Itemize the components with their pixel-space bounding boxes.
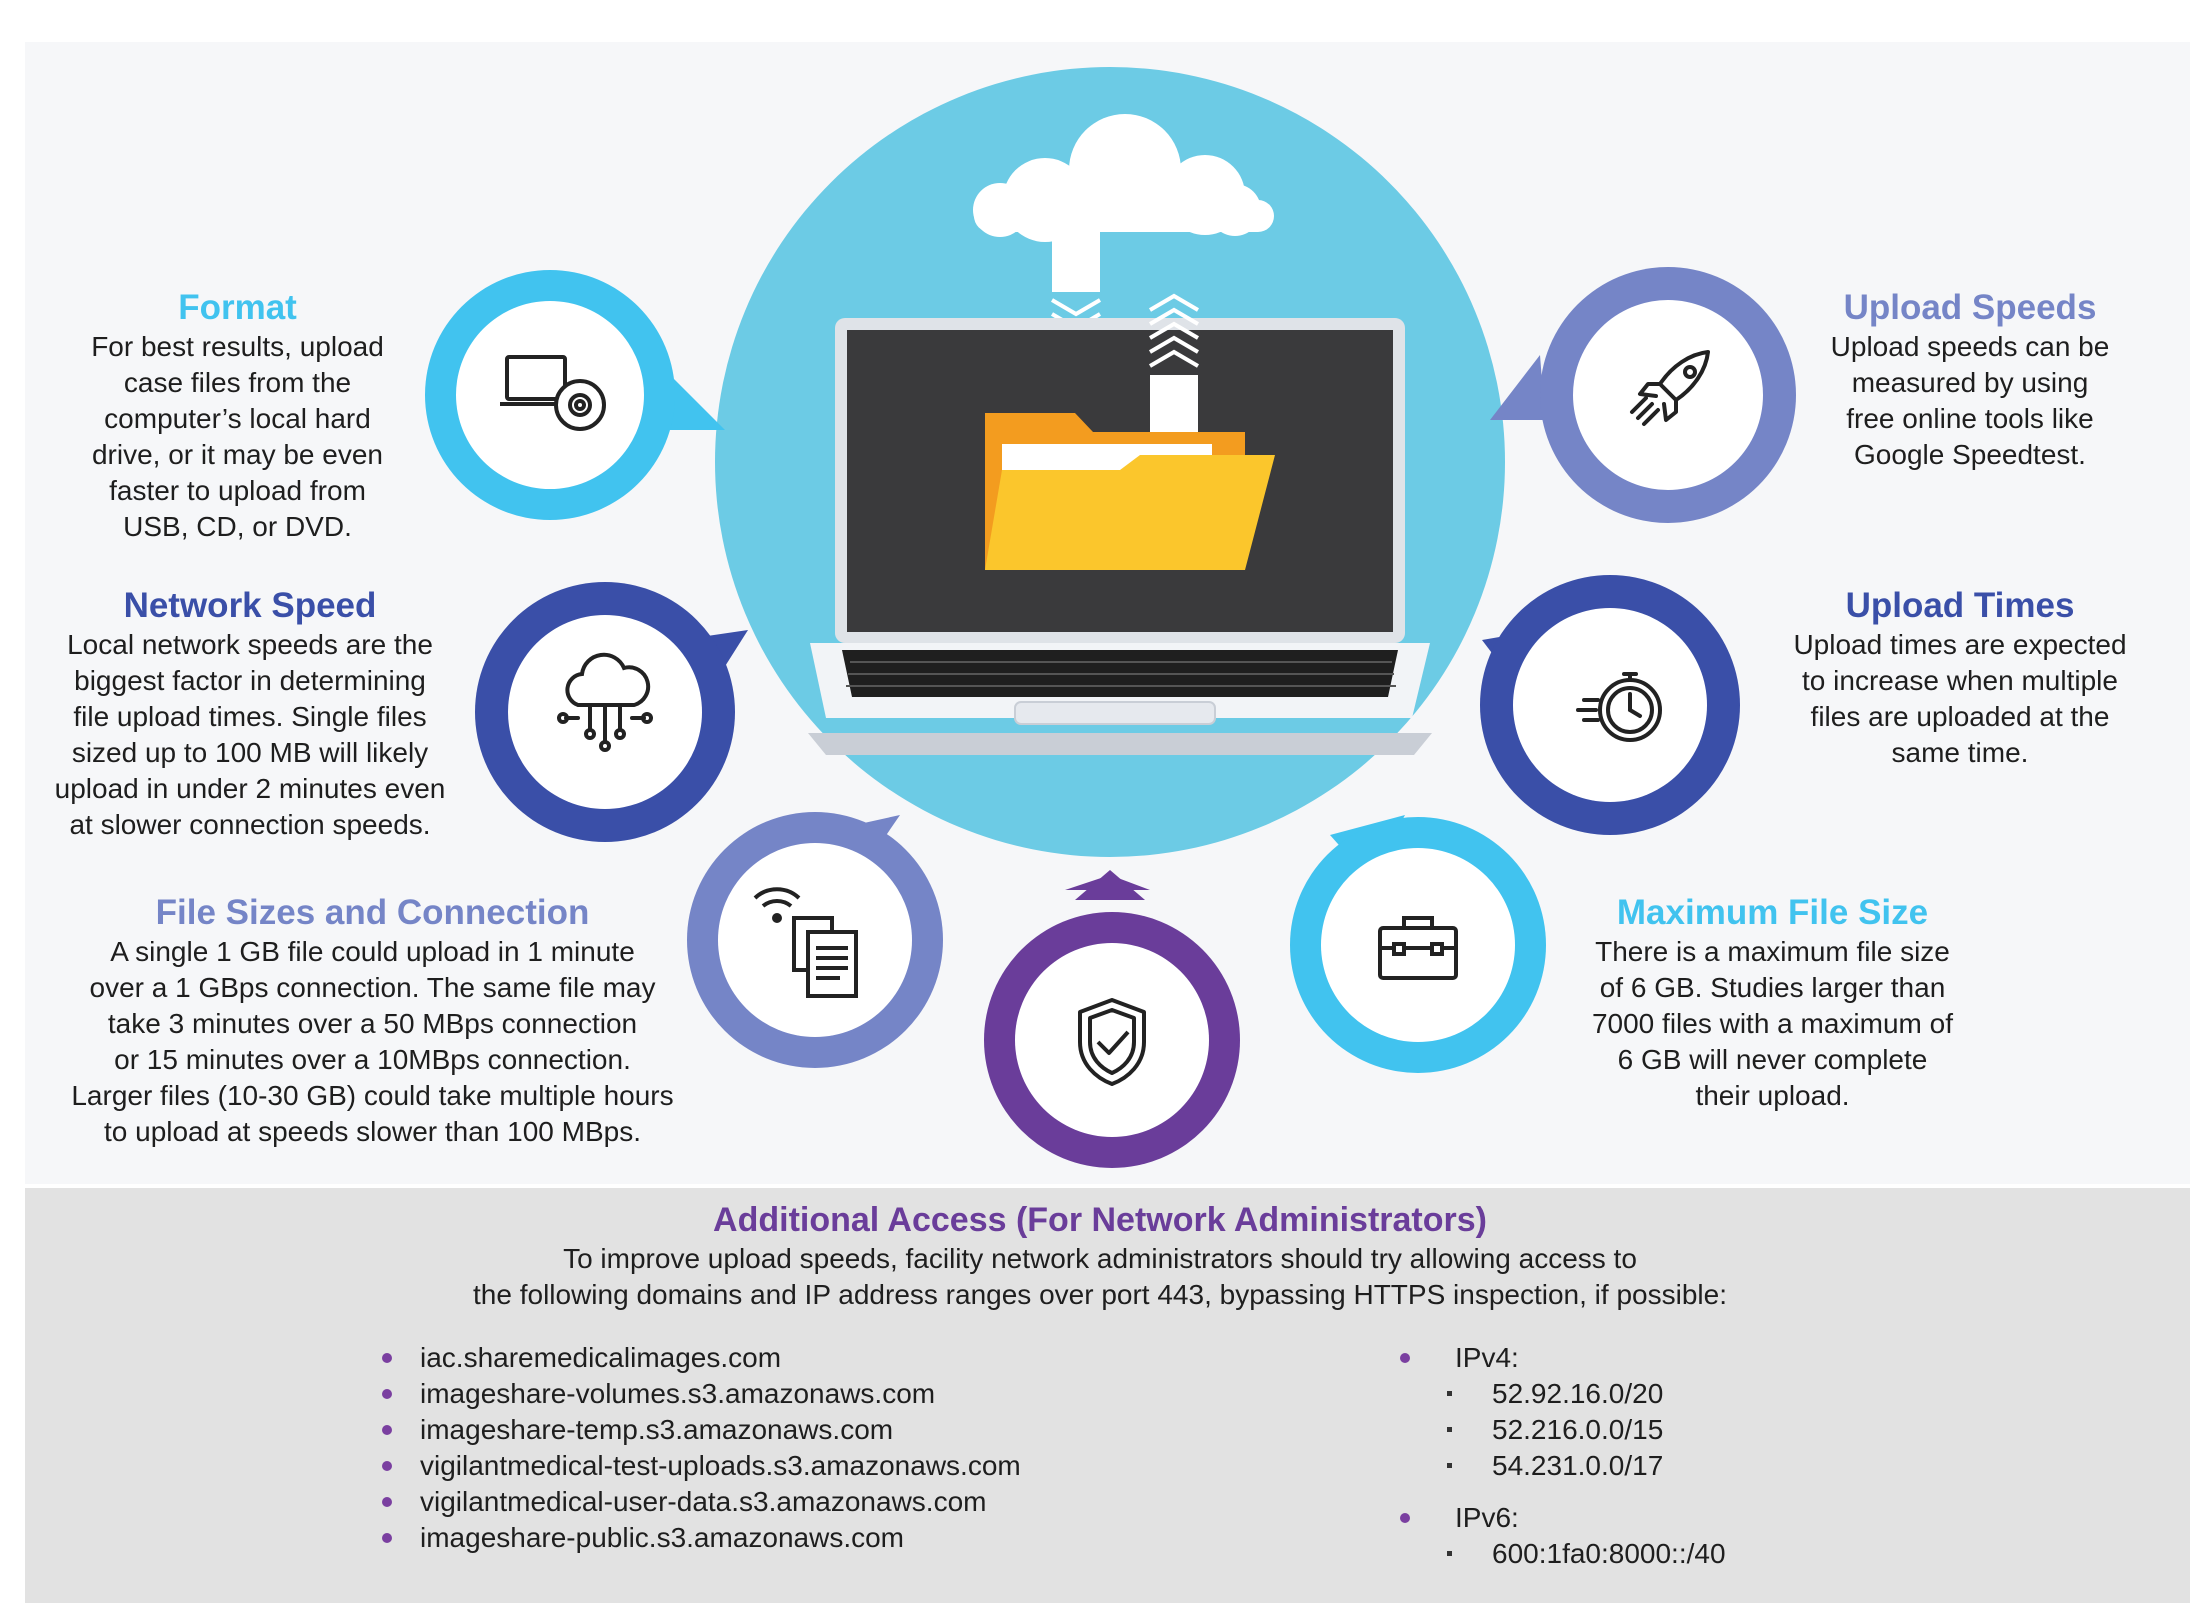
list-item: vigilantmedical-test-uploads.s3.amazonaw…	[378, 1448, 1021, 1484]
format-line: For best results, upload	[91, 331, 384, 362]
upload-times-line: to increase when multiple	[1802, 665, 2118, 696]
security-badge	[984, 870, 1240, 1168]
network-speed-line: file upload times. Single files	[73, 701, 427, 732]
upload-times-line: same time.	[1891, 737, 2029, 768]
briefcase-icon	[1378, 916, 1458, 980]
format-line: case files from the	[123, 367, 352, 398]
cloud-icon	[973, 114, 1274, 242]
upload-speeds-line: free online tools like	[1846, 403, 2094, 434]
network-speed-line: biggest factor in determining	[74, 665, 426, 696]
file-sizes-line: to upload at speeds slower than 100 MBps…	[103, 1116, 641, 1147]
upload-speeds-section: Upload Speeds Upload speeds can be measu…	[1790, 288, 2150, 473]
upload-speeds-line: measured by using	[1851, 367, 2089, 398]
max-file-size-title: Maximum File Size	[1616, 893, 1929, 932]
network-speed-line: Local network speeds are the	[67, 629, 433, 660]
rocket-icon	[1630, 350, 1710, 426]
upload-times-title: Upload Times	[1845, 586, 2075, 625]
list-item: imageshare-temp.s3.amazonaws.com	[378, 1412, 1021, 1448]
list-item: 600:1fa0:8000::/40	[1440, 1536, 1726, 1572]
list-item: 52.92.16.0/20	[1440, 1376, 1663, 1412]
format-line: faster to upload from	[109, 475, 366, 506]
file-sizes-badge	[687, 812, 943, 1068]
list-item: vigilantmedical-user-data.s3.amazonaws.c…	[378, 1484, 1021, 1520]
shield-check-icon	[1078, 998, 1146, 1086]
max-file-size-line: their upload.	[1695, 1080, 1850, 1111]
network-speed-section: Network Speed Local network speeds are t…	[35, 586, 465, 843]
file-sizes-line: A single 1 GB file could upload in 1 min…	[110, 936, 635, 967]
format-badge	[425, 270, 725, 520]
ipv4-label: IPv4:	[1400, 1340, 1663, 1376]
upload-speeds-title: Upload Speeds	[1843, 288, 2097, 327]
network-speed-line: upload in under 2 minutes even	[54, 773, 446, 804]
upload-speeds-line: Upload speeds can be	[1830, 331, 2110, 362]
domain-list: iac.sharemedicalimages.com imageshare-vo…	[378, 1340, 1021, 1556]
laptop-disc-icon	[500, 355, 606, 431]
list-item: iac.sharemedicalimages.com	[378, 1340, 1021, 1376]
upload-times-line: files are uploaded at the	[1810, 701, 2110, 732]
upload-times-line: Upload times are expected	[1793, 629, 2127, 660]
max-file-size-line: There is a maximum file size	[1595, 936, 1950, 967]
max-file-size-line: 7000 files with a maximum of	[1591, 1008, 1954, 1039]
file-sizes-line: take 3 minutes over a 50 MBps connection	[107, 1008, 638, 1039]
upload-speeds-line: Google Speedtest.	[1854, 439, 2086, 470]
upload-times-badge	[1480, 575, 1740, 835]
format-line: computer’s local hard	[104, 403, 371, 434]
format-line: USB, CD, or DVD.	[123, 511, 352, 542]
file-sizes-line: or 15 minutes over a 10MBps connection.	[114, 1044, 631, 1075]
additional-access-title: Additional Access (For Network Administr…	[713, 1201, 1487, 1239]
upload-times-section: Upload Times Upload times are expected t…	[1770, 586, 2150, 771]
file-sizes-section: File Sizes and Connection A single 1 GB …	[45, 893, 700, 1150]
format-title: Format	[178, 288, 297, 327]
additional-access-header: Additional Access (For Network Administr…	[300, 1200, 1900, 1313]
max-file-size-line: of 6 GB. Studies larger than	[1599, 972, 1946, 1003]
additional-access-intro: To improve upload speeds, facility netwo…	[563, 1243, 1637, 1274]
ipv6-group: IPv6: 600:1fa0:8000::/40	[1400, 1500, 1726, 1572]
list-item: imageshare-volumes.s3.amazonaws.com	[378, 1376, 1021, 1412]
upload-speeds-badge	[1490, 267, 1796, 523]
format-section: Format For best results, upload case fil…	[40, 288, 435, 545]
ipv4-group: IPv4: 52.92.16.0/20 52.216.0.0/15 54.231…	[1400, 1340, 1663, 1484]
file-sizes-line: over a 1 GBps connection. The same file …	[89, 972, 656, 1003]
ipv6-label: IPv6:	[1400, 1500, 1726, 1536]
wifi-documents-icon	[753, 887, 858, 998]
network-speed-title: Network Speed	[123, 586, 377, 625]
additional-access-intro: the following domains and IP address ran…	[473, 1279, 1727, 1310]
list-item: imageshare-public.s3.amazonaws.com	[378, 1520, 1021, 1556]
max-file-size-badge	[1290, 815, 1546, 1073]
network-speed-line: at slower connection speeds.	[69, 809, 431, 840]
cloud-network-icon	[557, 652, 653, 752]
folder-icon	[985, 413, 1275, 570]
network-speed-line: sized up to 100 MB will likely	[71, 737, 429, 768]
format-line: drive, or it may be even	[91, 439, 384, 470]
upload-arrow-icon	[1148, 293, 1200, 435]
max-file-size-section: Maximum File Size There is a maximum fil…	[1575, 893, 1970, 1114]
file-sizes-line: Larger files (10-30 GB) could take multi…	[71, 1080, 674, 1111]
list-item: 54.231.0.0/17	[1440, 1448, 1663, 1484]
list-item: 52.216.0.0/15	[1440, 1412, 1663, 1448]
network-speed-badge	[475, 582, 748, 842]
file-sizes-title: File Sizes and Connection	[155, 893, 590, 932]
stopwatch-icon	[1576, 672, 1662, 742]
max-file-size-line: 6 GB will never complete	[1617, 1044, 1928, 1075]
